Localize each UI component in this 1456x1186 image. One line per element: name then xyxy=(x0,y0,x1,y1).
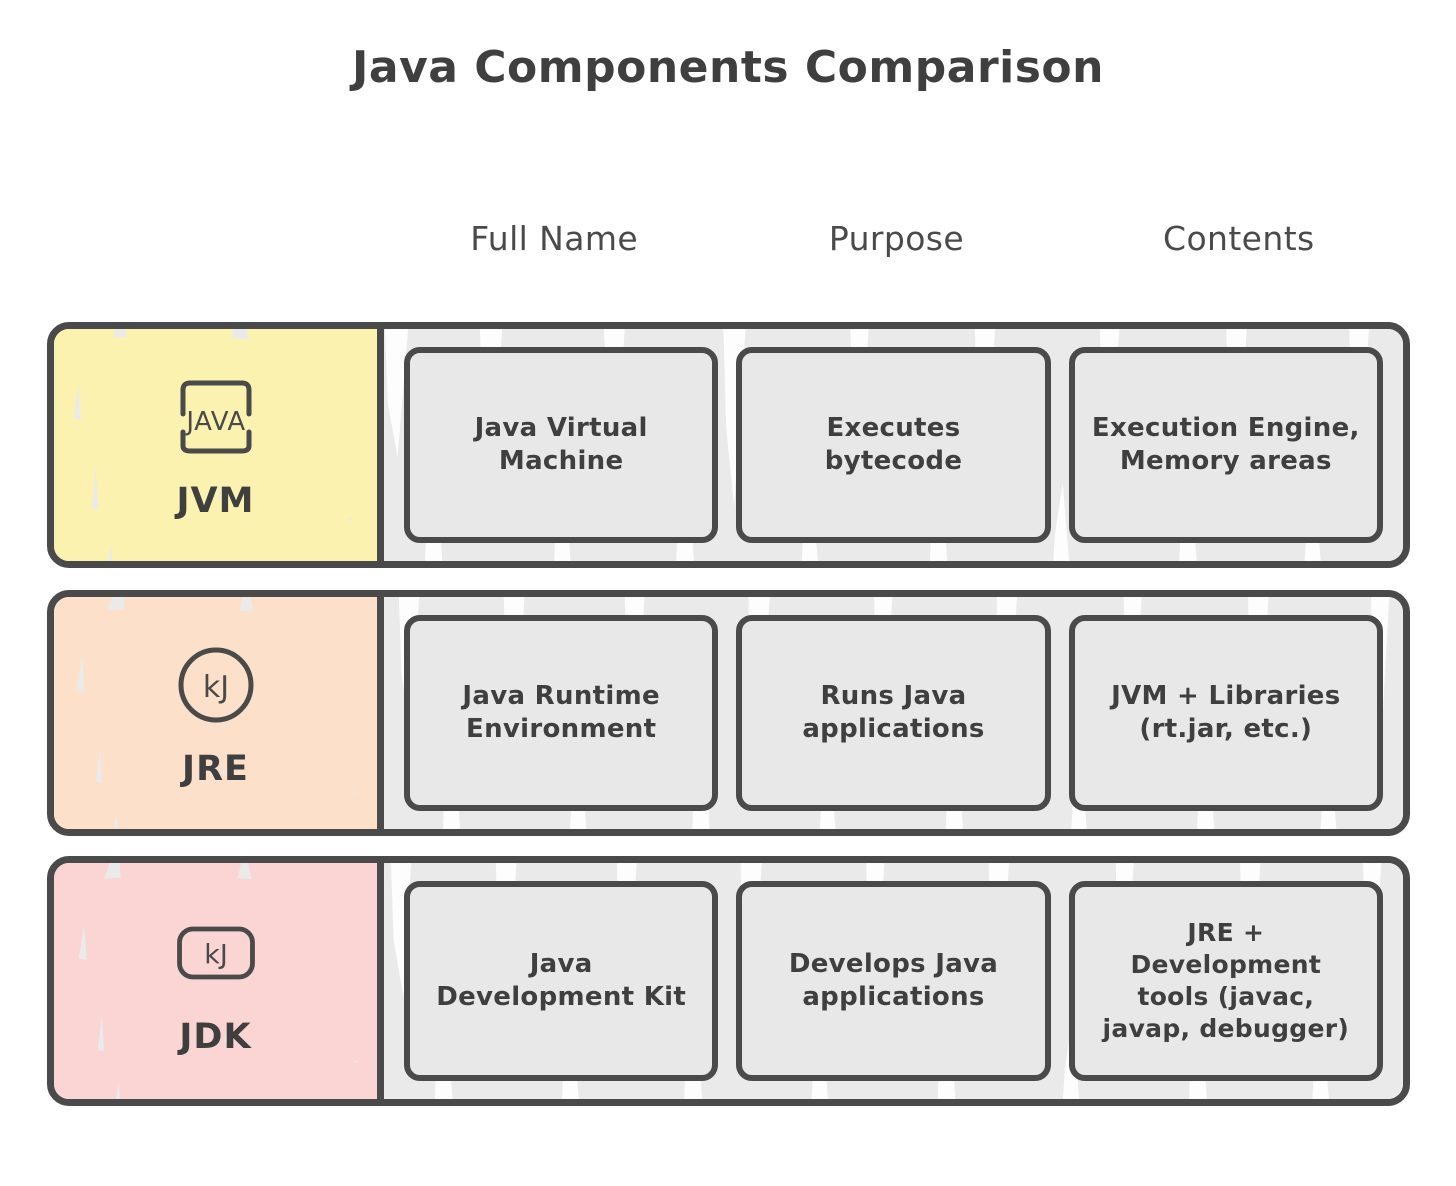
cell-jdk-full-name[interactable]: Java Development Kit xyxy=(404,881,719,1081)
svg-text:JAVA: JAVA xyxy=(184,407,245,437)
cell-jre-purpose[interactable]: Runs Java applications xyxy=(736,615,1051,811)
row-label-jdk: JDK xyxy=(179,1017,252,1057)
cell-jvm-purpose[interactable]: Executes bytecode xyxy=(736,347,1051,543)
column-header-full-name: Full Name xyxy=(470,218,639,258)
row-label-jvm: JVM xyxy=(176,481,255,521)
cell-jre-contents[interactable]: JVM + Libraries (rt.jar, etc.) xyxy=(1068,615,1383,811)
table-row-jre[interactable]: kJ JRE xyxy=(47,590,1410,836)
row-label-inner-jvm: JAVA JVM xyxy=(168,369,264,521)
page-title: Java Components Comparison xyxy=(352,42,1104,93)
row-label-jre: JRE xyxy=(182,749,249,789)
row-cells-jre: Java Runtime Environment Runs Java appli… xyxy=(384,597,1403,829)
column-header-contents: Contents xyxy=(1163,218,1315,258)
cell-jdk-contents[interactable]: JRE + Development tools (javac, javap, d… xyxy=(1068,881,1383,1081)
row-cells-jvm: Java Virtual Machine Executes bytecode E… xyxy=(384,329,1403,561)
java-logo-icon: JAVA xyxy=(168,369,264,465)
kilojoule-box-icon: kJ xyxy=(168,905,264,1001)
svg-text:kJ: kJ xyxy=(204,940,228,971)
table-row-jdk[interactable]: kJ JDK xyxy=(47,856,1410,1106)
kilojoule-circle-icon: kJ xyxy=(168,637,264,733)
row-label-inner-jre: kJ JRE xyxy=(168,637,264,789)
row-label-cell-jvm: JAVA JVM xyxy=(54,329,384,561)
sketch-hatch-jdk xyxy=(54,863,377,1099)
column-header-row: Full Name Purpose Contents xyxy=(383,212,1410,264)
row-label-cell-jre: kJ JRE xyxy=(54,597,384,829)
cell-jvm-full-name[interactable]: Java Virtual Machine xyxy=(404,347,719,543)
cell-jdk-purpose[interactable]: Develops Java applications xyxy=(736,881,1051,1081)
row-label-inner-jdk: kJ JDK xyxy=(168,905,264,1057)
row-label-cell-jdk: kJ JDK xyxy=(54,863,384,1099)
sketch-hatch-jvm xyxy=(54,329,377,561)
table-row-jvm[interactable]: JAVA JVM xyxy=(47,322,1410,568)
column-header-purpose: Purpose xyxy=(828,218,965,258)
cell-jre-full-name[interactable]: Java Runtime Environment xyxy=(404,615,719,811)
svg-text:kJ: kJ xyxy=(202,670,228,705)
row-cells-jdk: Java Development Kit Develops Java appli… xyxy=(384,863,1403,1099)
cell-jvm-contents[interactable]: Execution Engine, Memory areas xyxy=(1068,347,1383,543)
